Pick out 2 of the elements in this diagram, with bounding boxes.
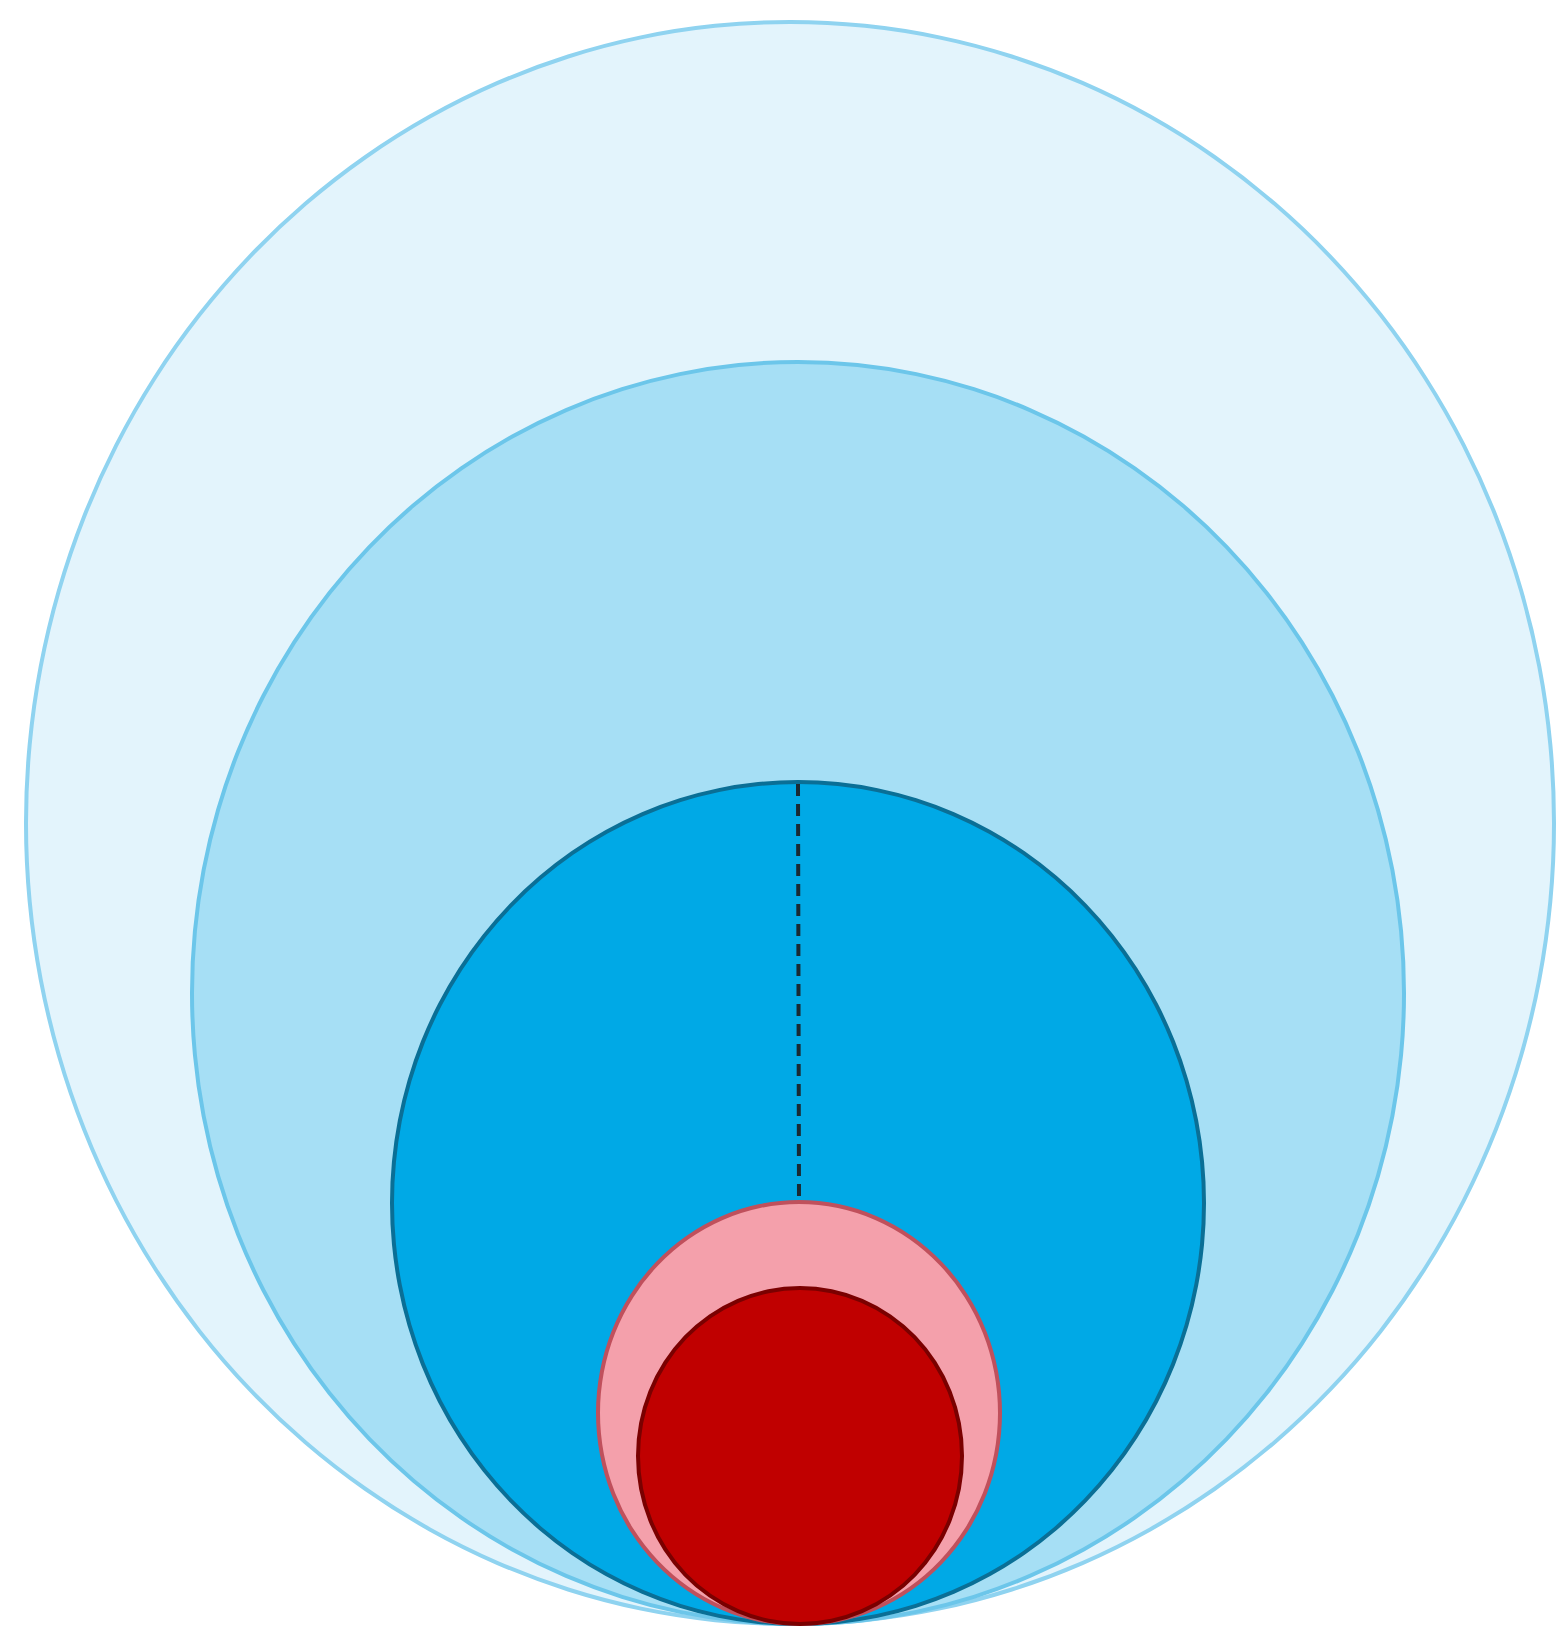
- nested-circle: [636, 1286, 964, 1626]
- dashed-line: [796, 784, 801, 1200]
